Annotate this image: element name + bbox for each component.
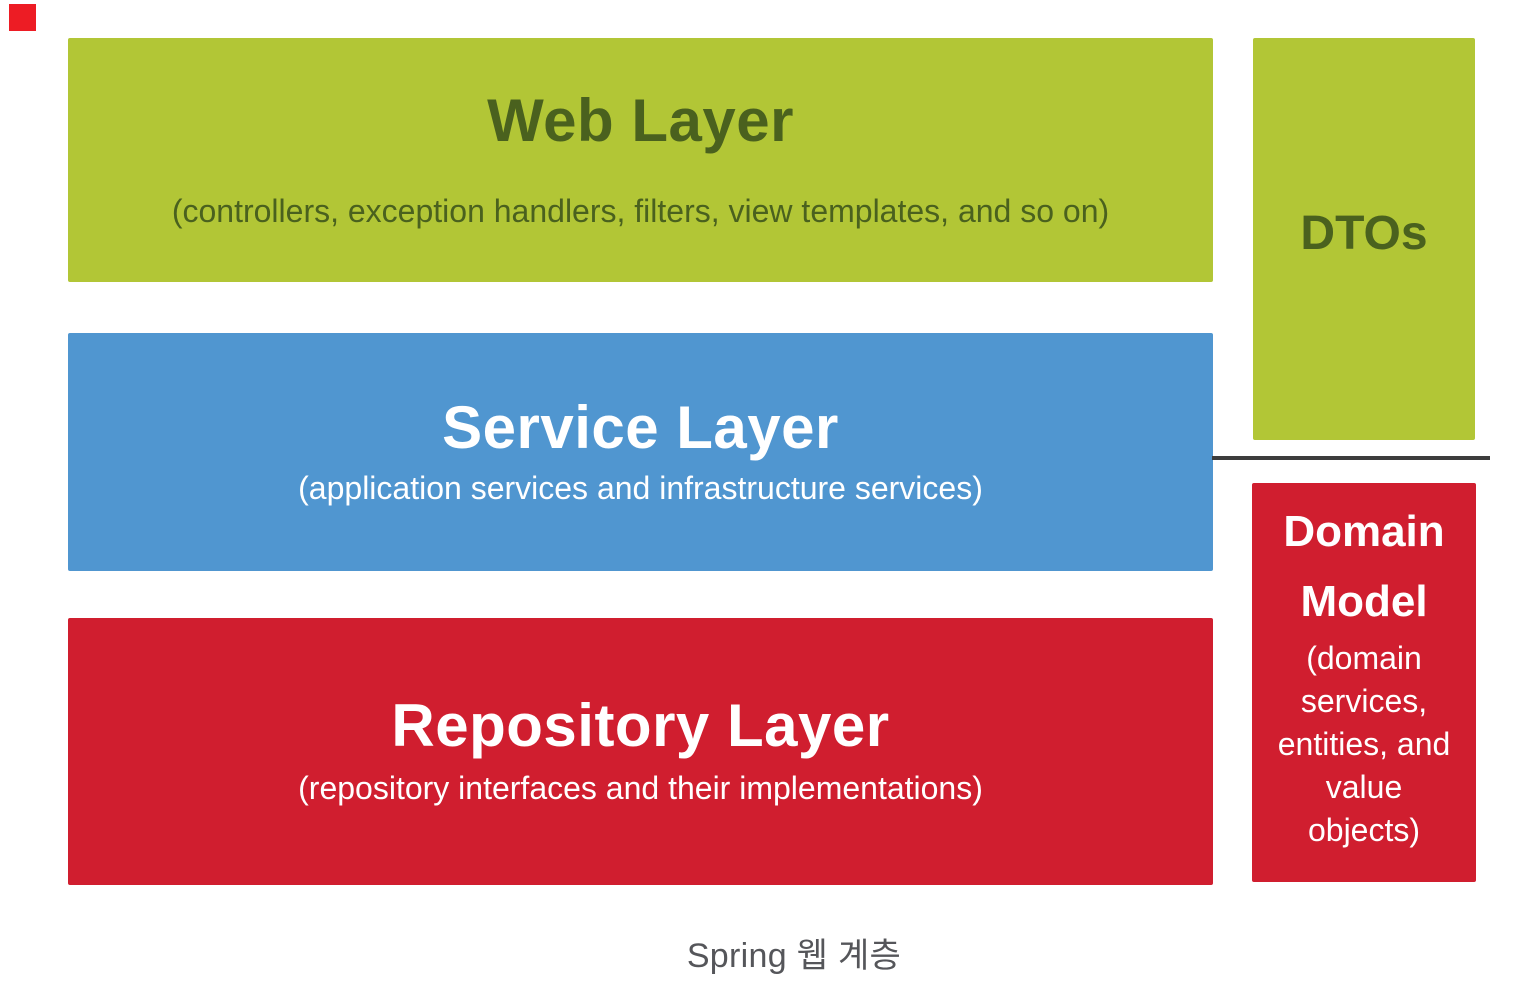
domain-model-subtitle-line: objects): [1307, 812, 1421, 848]
domain-model-title-line2: Model: [1300, 577, 1428, 626]
service-layer-box: Service Layer (application services and …: [68, 333, 1213, 571]
repository-layer-title: Repository Layer: [391, 692, 890, 760]
service-layer-subtitle: (application services and infrastructure…: [298, 469, 983, 506]
web-layer-subtitle: (controllers, exception handlers, filter…: [171, 192, 1110, 229]
domain-model-subtitle-line: services,: [1300, 683, 1428, 719]
dtos-box: DTOs: [1253, 38, 1475, 440]
red-square-marker: [9, 4, 36, 31]
web-layer-title: Web Layer: [487, 86, 794, 154]
web-layer-box: Web Layer (controllers, exception handle…: [68, 38, 1213, 282]
dtos-label: DTOs: [1300, 206, 1428, 260]
service-layer-title: Service Layer: [442, 393, 839, 461]
domain-model-title-line1: Domain: [1283, 507, 1445, 556]
diagram-caption: Spring 웹 계층: [686, 937, 902, 975]
domain-model-subtitle-line: entities, and: [1277, 726, 1451, 762]
domain-model-box: Domain Model (domain services, entities,…: [1252, 483, 1476, 882]
repository-layer-box: Repository Layer (repository interfaces …: [68, 618, 1213, 885]
domain-model-subtitle-line: (domain: [1306, 640, 1422, 676]
dtos-domain-divider-line: [1212, 456, 1490, 460]
repository-layer-subtitle: (repository interfaces and their impleme…: [298, 770, 983, 807]
domain-model-subtitle-line: value: [1325, 769, 1403, 805]
